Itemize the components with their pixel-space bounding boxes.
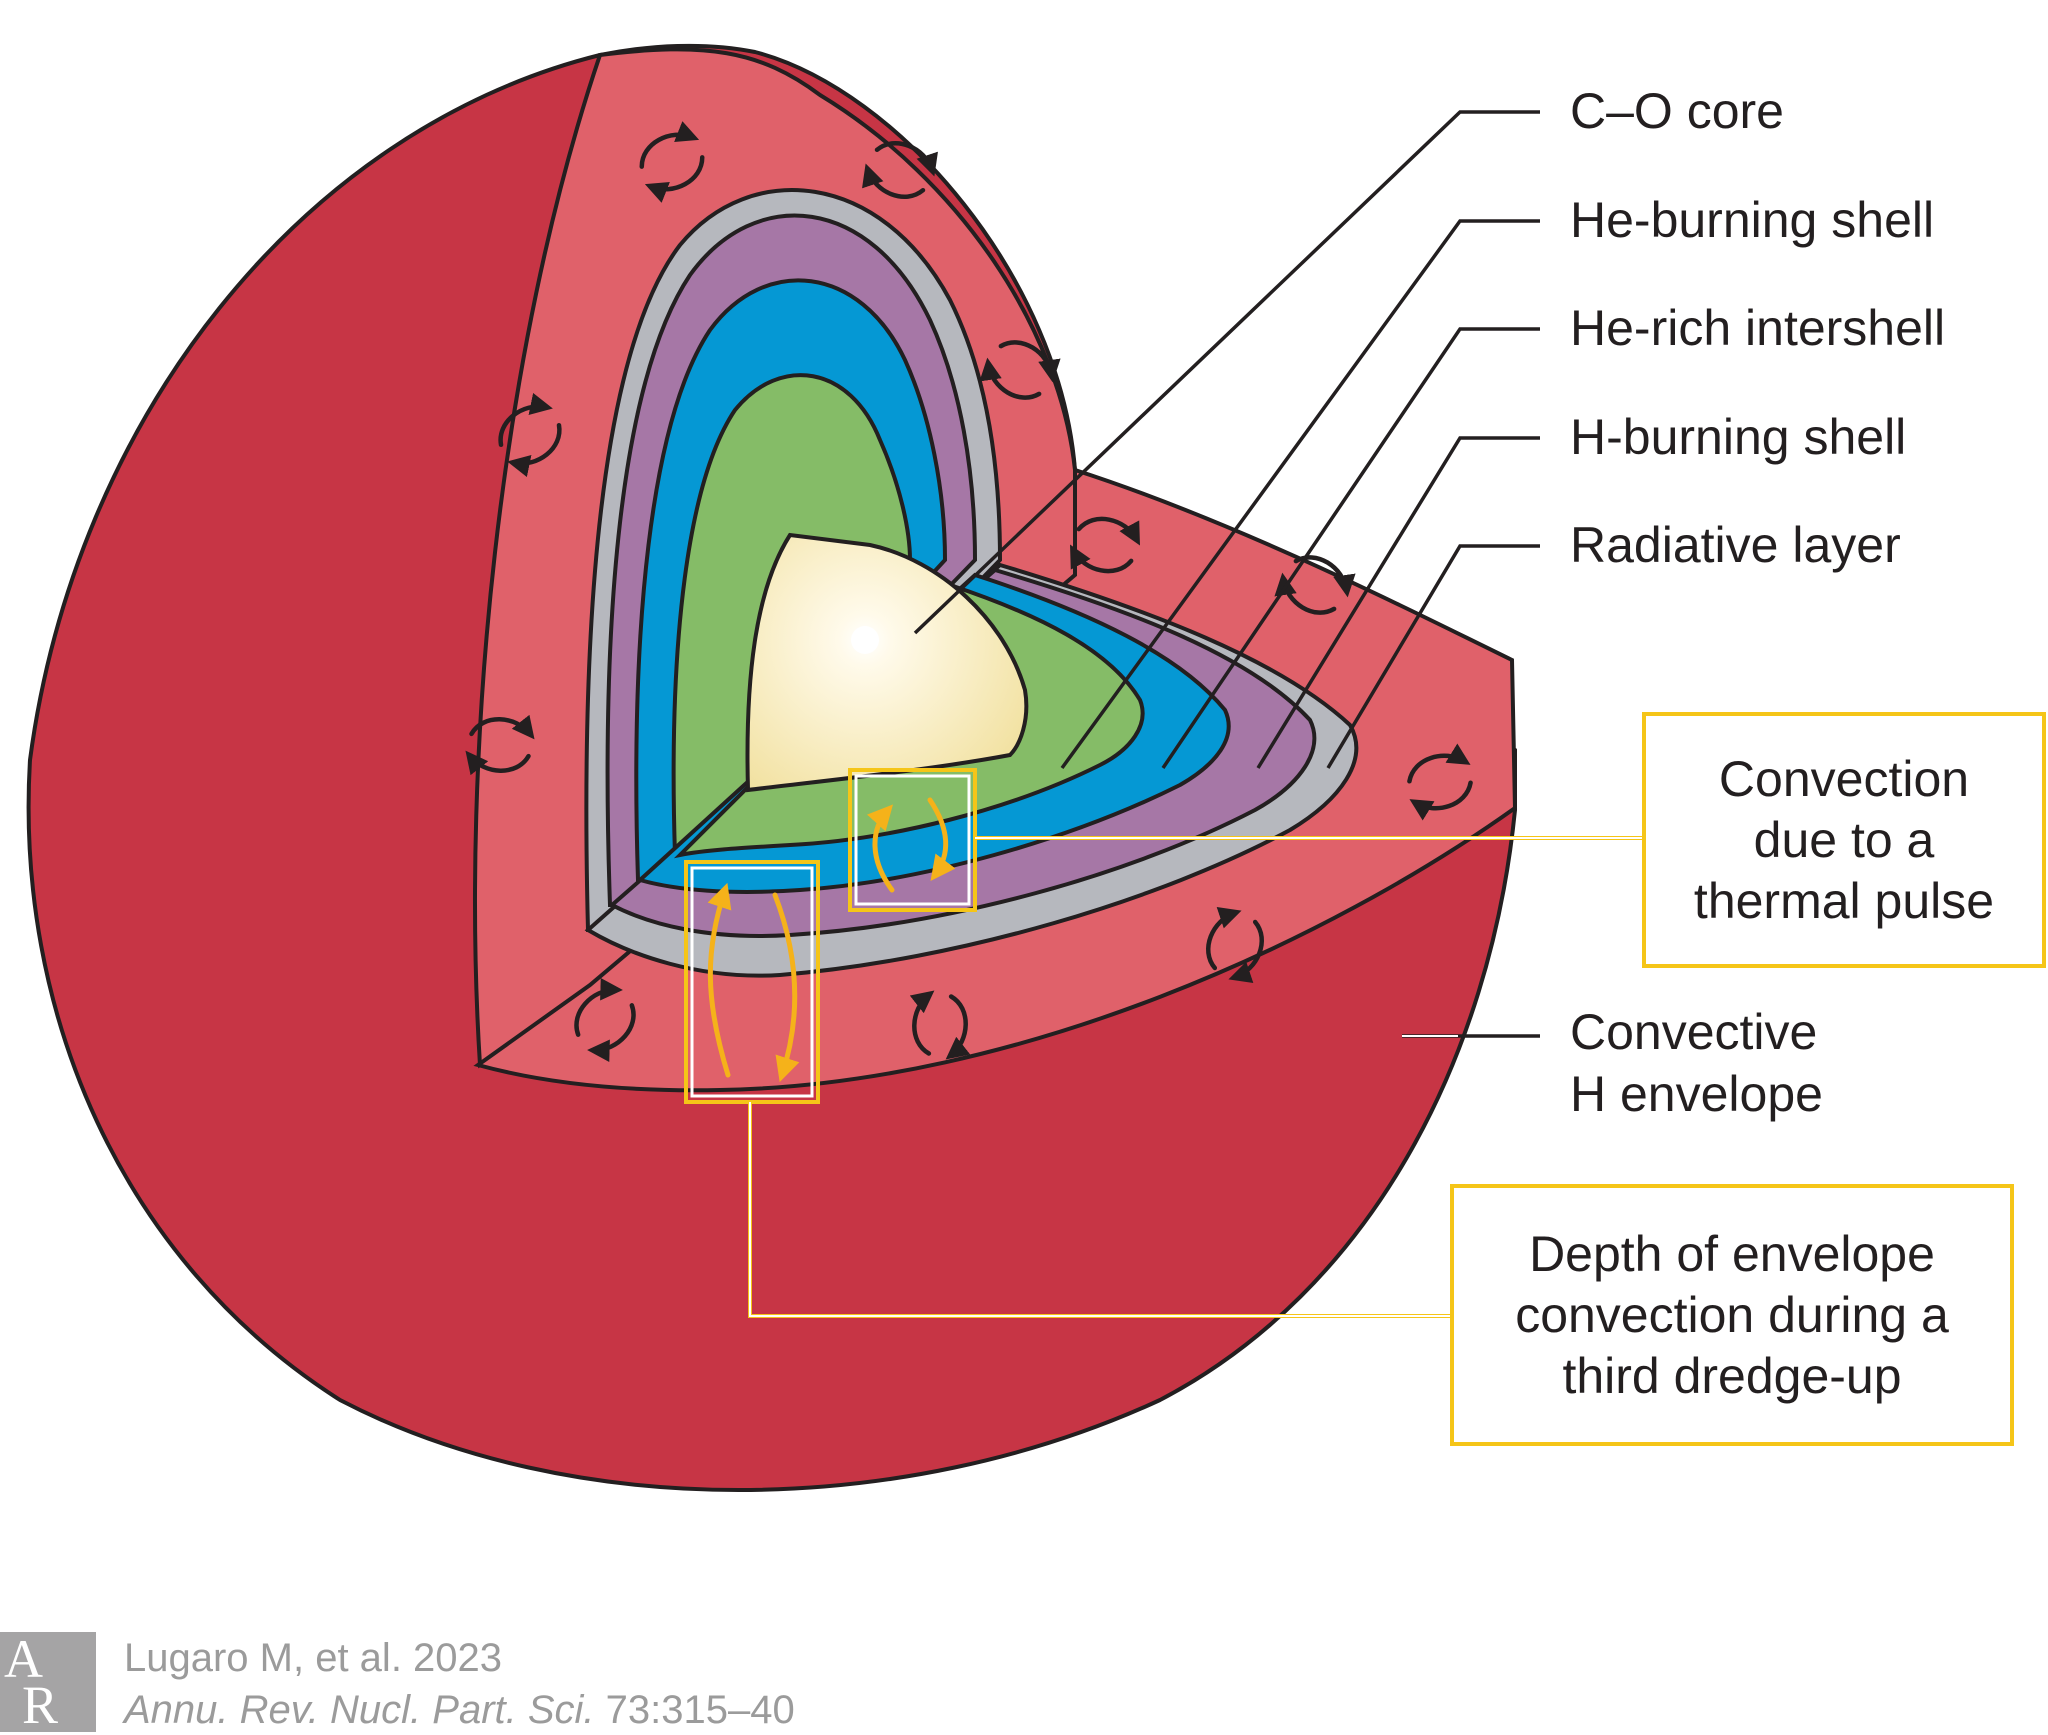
core-center-dot xyxy=(851,626,879,654)
convection-arrow-pair xyxy=(979,340,1061,400)
callout-dredge-up-line3: third dredge-up xyxy=(1562,1347,1902,1404)
callout-connectors-white xyxy=(749,837,1645,1317)
logo-letter-r: R xyxy=(22,1675,59,1735)
convection-arrow-pair xyxy=(862,141,938,199)
callout-thermal-pulse-line1: Convection xyxy=(1718,750,1970,807)
convection-arrow-pair xyxy=(1407,743,1473,821)
logo-letter-a: A xyxy=(4,1629,43,1689)
citation-journal-name: Annu. Rev. Nucl. Part. Sci. xyxy=(124,1688,595,1732)
leader-he-rich-intershell xyxy=(1161,327,1540,769)
annual-reviews-logo: A R xyxy=(0,1632,96,1732)
convection-arrow-pair xyxy=(639,121,705,203)
leader-radiative-layer xyxy=(1326,544,1540,769)
dredge-up-arrows xyxy=(707,882,800,1083)
leader-he-burning-shell xyxy=(1060,219,1540,770)
callout-thermal-pulse-line2: due to a xyxy=(1753,811,1935,868)
citation-volume-pages: 73:315–40 xyxy=(594,1688,795,1732)
callout-dredge-up: Depth of envelope convection during a th… xyxy=(1450,1184,2014,1446)
callout-dredge-up-line1: Depth of envelope xyxy=(1529,1225,1935,1282)
citation-journal: Annu. Rev. Nucl. Part. Sci. 73:315–40 xyxy=(124,1688,795,1733)
label-h-burning-shell: H-burning shell xyxy=(1570,409,1907,465)
leader-lines xyxy=(913,110,1540,1038)
convection-arrow-pair xyxy=(465,714,535,776)
callout-thermal-pulse: Convection due to a thermal pulse xyxy=(1642,712,2046,968)
dredge-up-highlight-box-inner xyxy=(690,866,814,1098)
convection-arrow-pair xyxy=(1206,907,1264,983)
leader-h-burning-shell xyxy=(1256,436,1540,769)
convection-arrow-pair xyxy=(909,990,971,1060)
callout-dredge-up-line2: convection during a xyxy=(1515,1286,1949,1343)
label-he-burning-shell: He-burning shell xyxy=(1570,192,1935,248)
envelope-convection-arrows xyxy=(465,121,1473,1062)
thermal-pulse-highlight-box-inner xyxy=(854,774,971,906)
thermal-pulse-arrows xyxy=(867,797,956,893)
callout-thermal-pulse-line3: thermal pulse xyxy=(1693,872,1995,929)
label-radiative-layer: Radiative layer xyxy=(1570,517,1901,573)
leader-co-core xyxy=(913,110,1540,635)
label-he-rich-intershell: He-rich intershell xyxy=(1570,300,1946,356)
label-convective-envelope-line1: Convective xyxy=(1570,1004,1818,1060)
citation-authors: Lugaro M, et al. 2023 xyxy=(124,1636,503,1680)
label-co-core: C–O core xyxy=(1570,83,1784,139)
convection-arrow-pair xyxy=(574,978,636,1062)
convection-arrow-pair xyxy=(498,392,562,478)
label-convective-envelope-line2: H envelope xyxy=(1570,1066,1823,1122)
convection-arrow-pair xyxy=(1070,516,1140,574)
